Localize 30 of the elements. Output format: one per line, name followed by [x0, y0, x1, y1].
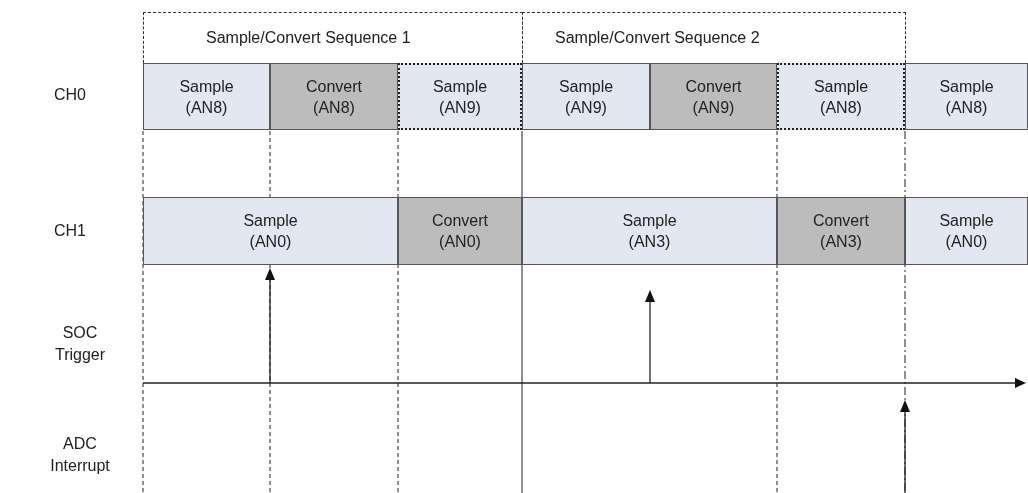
- signal-name: SOC Trigger: [53, 323, 107, 365]
- block-label: Sample (AN9): [557, 76, 615, 118]
- block-label: Convert (AN8): [305, 76, 363, 118]
- sample-block: [522, 63, 650, 130]
- signal-name: ADC Interrupt: [49, 434, 111, 476]
- convert-block: [270, 63, 398, 130]
- sample-block: [522, 197, 777, 265]
- sample-block: [143, 197, 398, 265]
- block-label: Sample (AN0): [938, 211, 995, 252]
- sample-block: [398, 63, 522, 130]
- sequence-title: Sample/Convert Sequence 1: [206, 28, 411, 48]
- sample-block: [905, 197, 1028, 265]
- sample-block: [143, 63, 270, 130]
- sample-block: [905, 63, 1028, 130]
- convert-block: [650, 63, 777, 130]
- signal-name: CH0: [53, 85, 87, 105]
- block-label: Sample (AN3): [621, 211, 678, 252]
- block-label: Sample (AN0): [242, 211, 299, 252]
- block-label: Sample (AN9): [431, 76, 489, 118]
- convert-block: [398, 197, 522, 265]
- block-label: Convert (AN9): [684, 76, 743, 118]
- signal-name: CH1: [53, 221, 87, 241]
- block-label: Convert (AN0): [431, 211, 489, 252]
- block-label: Convert (AN3): [812, 211, 870, 252]
- block-label: Sample (AN8): [812, 76, 870, 118]
- block-label: Sample (AN8): [178, 76, 235, 118]
- convert-block: [777, 197, 905, 265]
- sample-block: [777, 63, 905, 130]
- sequence-title: Sample/Convert Sequence 2: [555, 28, 760, 48]
- block-label: Sample (AN8): [938, 76, 995, 118]
